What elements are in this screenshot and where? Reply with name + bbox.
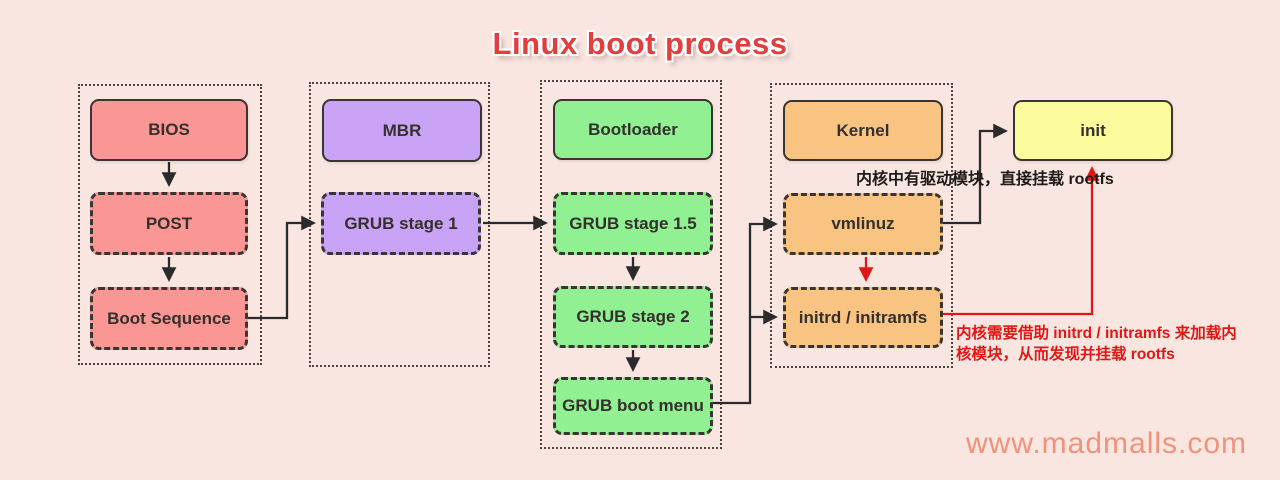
node-grub-stage-1: GRUB stage 1 [321,192,481,255]
node-grub-stage-1-label: GRUB stage 1 [344,213,458,233]
node-bootloader-label: Bootloader [588,119,678,139]
node-vmlinuz: vmlinuz [783,193,943,255]
connector-grub-boot-menu-to-vmlinuz [713,216,778,405]
node-post-label: POST [145,213,193,233]
node-bios: BIOS [90,99,248,161]
node-mbr-label: MBR [382,120,422,140]
node-init-label: init [1080,120,1106,140]
node-grub-boot-menu: GRUB boot menu [553,377,713,435]
watermark-url: www.madmalls.com [966,427,1248,460]
node-init: init [1013,100,1173,161]
node-mbr: MBR [322,99,482,162]
annotation-initrd-note-line1: 内核需要借助 initrd / initramfs 来加载内 [956,325,1237,342]
annotation-direct-mount-rootfs: 内核中有驱动模块，直接挂载 rootfs [856,171,1114,188]
node-kernel: Kernel [783,100,943,161]
node-initrd-initramfs-label: initrd / initramfs [798,307,928,327]
annotation-initrd-note-line2: 核模块，从而发现并挂载 rootfs [956,346,1175,363]
annotation-initrd-note: 内核需要借助 initrd / initramfs 来加载内 核模块，从而发现并… [956,323,1237,365]
node-post: POST [90,192,248,255]
node-boot-sequence: Boot Sequence [90,287,248,350]
node-initrd-initramfs: initrd / initramfs [783,287,943,348]
diagram-title: Linux boot process [492,26,788,61]
node-grub-boot-menu-label: GRUB boot menu [562,396,704,415]
connector-initrd-to-init-red [943,166,1100,316]
node-kernel-label: Kernel [836,120,890,140]
node-bios-label: BIOS [148,120,190,139]
node-boot-sequence-label: Boot Sequence [107,308,231,328]
node-grub-stage-2-label: GRUB stage 2 [576,307,690,326]
node-bootloader: Bootloader [553,99,713,160]
node-grub-stage-2: GRUB stage 2 [553,286,713,348]
node-vmlinuz-label: vmlinuz [831,214,895,233]
node-grub-stage-1-5-label: GRUB stage 1.5 [569,213,697,233]
node-grub-stage-1-5: GRUB stage 1.5 [553,192,713,255]
